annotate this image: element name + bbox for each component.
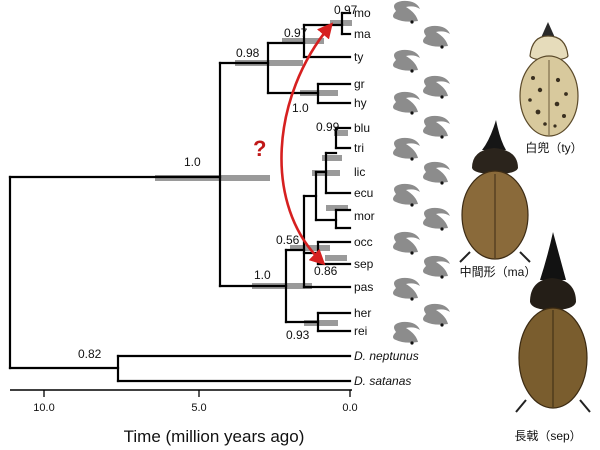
caption-ma: 中間形（ma）: [460, 264, 537, 279]
horn-silhouette-icon: [423, 115, 450, 139]
tip-label-blu: blu: [354, 121, 370, 135]
tip-label-ma: ma: [354, 27, 371, 41]
error-bar-occ-sep: [325, 255, 347, 261]
support-value-lower-inner: 0.56: [276, 233, 300, 247]
horn-silhouette-icon: [393, 49, 420, 73]
support-value-mo-ma: 0.97: [334, 3, 358, 17]
time-axis: 10.0 5.0 0.0 Time (million years ago): [10, 389, 358, 446]
question-mark: ?: [253, 136, 266, 161]
horn-silhouette-icon: [393, 321, 420, 345]
axis-tick-label-5: 5.0: [191, 402, 206, 414]
axis-tick-label-0: 0.0: [342, 402, 357, 414]
horn-silhouette-icon: [393, 183, 420, 207]
horn-silhouettes: [393, 0, 450, 345]
axis-title: Time (million years ago): [124, 427, 305, 446]
horn-silhouette-icon: [393, 277, 420, 301]
horn-silhouette-icon: [423, 161, 450, 185]
support-value-outgroup: 0.82: [78, 347, 102, 361]
beetle-photo-ty: [519, 22, 579, 137]
horn-silhouette-icon: [393, 137, 420, 161]
support-value-blu-tri: 0.99: [316, 120, 340, 134]
horn-silhouette-icon: [423, 303, 450, 327]
beetle-photo-ma: [459, 120, 531, 263]
tip-labels: mo ma ty gr hy blu tri lic ecu mor occ s…: [354, 6, 419, 388]
support-value-upper-clade: 0.98: [236, 46, 260, 60]
tip-label-gr: gr: [354, 77, 365, 91]
tip-label-d-neptunus: D. neptunus: [354, 349, 419, 363]
error-bar-blu-tri: [334, 130, 348, 136]
tip-label-tri: tri: [354, 141, 364, 155]
tip-label-rei: rei: [354, 324, 367, 338]
horn-silhouette-icon: [393, 0, 420, 24]
horn-silhouette-icon: [423, 255, 450, 279]
evolution-arrow: [280, 22, 334, 266]
horn-silhouette-icon: [393, 91, 420, 115]
support-value-gr-hy: 1.0: [292, 101, 309, 115]
error-bar-her-rei: [304, 320, 338, 326]
axis-tick-label-10: 10.0: [33, 402, 54, 414]
support-value-root: 1.0: [184, 155, 201, 169]
support-value-lower-clade: 1.0: [254, 268, 271, 282]
beetle-photo-sep: [515, 232, 591, 413]
caption-sep: 長戟（sep）: [514, 429, 581, 443]
support-value-occ-sep: 0.86: [314, 264, 338, 278]
support-value-her-rei: 0.93: [286, 328, 310, 342]
tip-label-mor: mor: [354, 209, 375, 223]
horn-silhouette-icon: [423, 207, 450, 231]
tree-branches: [8, 11, 352, 383]
horn-silhouette-icon: [423, 25, 450, 49]
tip-label-hy: hy: [354, 96, 367, 110]
tip-label-mo: mo: [354, 6, 371, 20]
support-value-mo-ma-ty: 0.97: [284, 26, 308, 40]
caption-ty: 白兜（ty）: [525, 140, 582, 155]
tip-label-occ: occ: [354, 235, 373, 249]
tip-label-sep: sep: [354, 257, 374, 271]
tip-label-ecu: ecu: [354, 186, 373, 200]
horn-silhouette-icon: [423, 75, 450, 99]
tip-label-pas: pas: [354, 280, 373, 294]
tip-label-her: her: [354, 306, 371, 320]
tip-label-lic: lic: [354, 165, 365, 179]
error-bar-ecu-mor: [326, 205, 348, 211]
tip-label-d-satanas: D. satanas: [354, 374, 411, 388]
horn-silhouette-icon: [393, 231, 420, 255]
tip-label-ty: ty: [354, 50, 363, 64]
